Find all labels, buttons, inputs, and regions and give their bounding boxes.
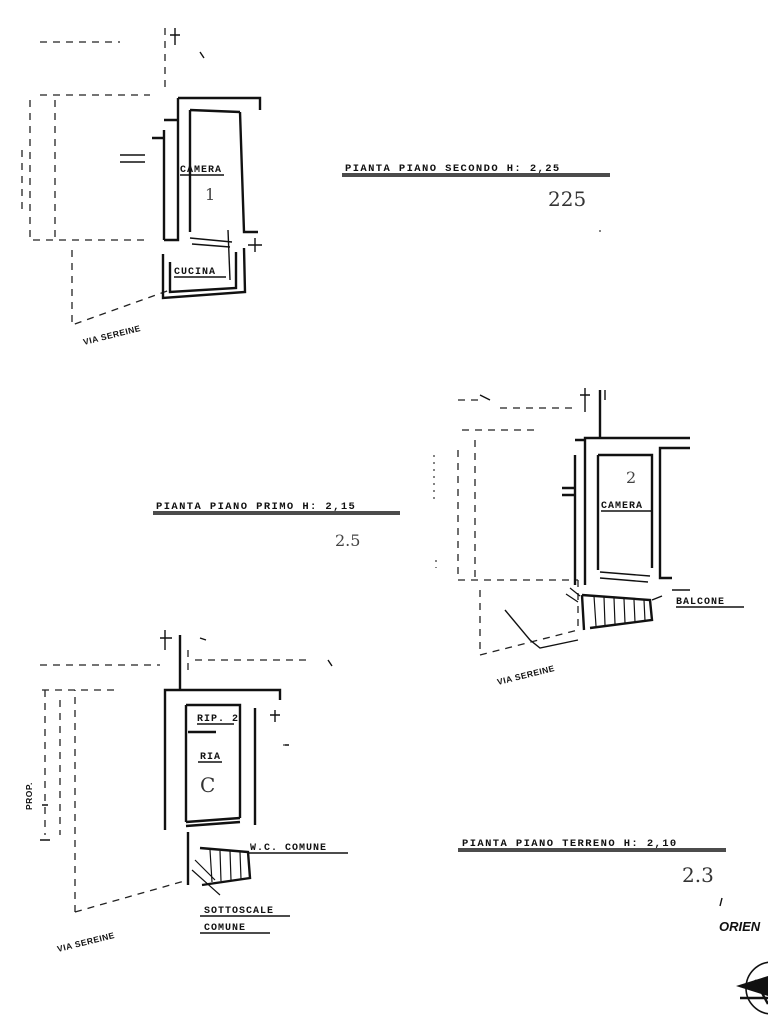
ground-floor-title: PIANTA PIANO TERRENO H: 2,10: [462, 838, 678, 850]
ground-floor-comune-label: COMUNE: [204, 923, 246, 934]
ground-floor-street-label: VIA SEREINE: [56, 930, 116, 954]
orientation-label: ORIEN: [719, 919, 761, 934]
first-floor-camera-label: CAMERA: [601, 501, 643, 512]
second-floor-camera-label: CAMERA: [180, 165, 222, 176]
ground-floor-plan: RIP. 2 RIA C W.C. COMUNE SOTTOSCALE COMU…: [24, 630, 726, 954]
second-floor-plan: CAMERA 1 CUCINA VIA SEREINE PIANTA PIANO…: [21, 28, 610, 347]
second-floor-height-note: 225: [548, 187, 586, 211]
ground-floor-wc-label: W.C. COMUNE: [250, 843, 327, 854]
first-floor-height-note: 2.5: [335, 531, 360, 550]
first-floor-balcone-label: BALCONE: [676, 597, 725, 608]
second-floor-cucina-label: CUCINA: [174, 267, 216, 278]
second-floor-street-label: VIA SEREINE: [82, 323, 142, 347]
ground-floor-room-letter: C: [200, 773, 215, 797]
first-floor-plan: 2 CAMERA BALCONE VIA SEREINE PIANTA PIAN…: [153, 388, 744, 687]
ground-floor-neighbor-label: PROP.: [24, 782, 34, 810]
first-floor-street-label: VIA SEREINE: [496, 663, 556, 687]
orientation-compass: ORIEN: [719, 919, 768, 1015]
ground-floor-sottoscale-label: SOTTOSCALE: [204, 906, 274, 917]
ground-floor-height-note: 2.3: [682, 863, 714, 887]
scan-artifacts: [283, 230, 601, 748]
first-floor-room-number: 2: [626, 468, 636, 487]
second-floor-title: PIANTA PIANO SECONDO H: 2,25: [345, 163, 561, 175]
ground-floor-ria-label: RIA: [200, 752, 221, 763]
first-floor-title: PIANTA PIANO PRIMO H: 2,15: [156, 501, 356, 513]
ground-floor-rip-label: RIP. 2: [197, 714, 239, 725]
second-floor-room-number: 1: [205, 185, 215, 204]
